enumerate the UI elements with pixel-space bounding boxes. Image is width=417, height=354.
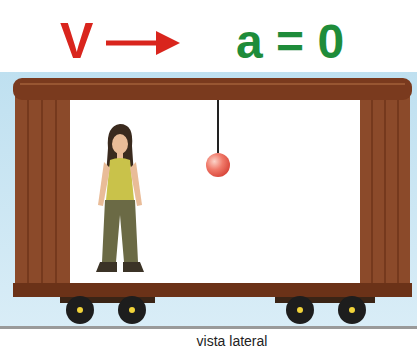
acceleration-label: a = 0 <box>236 18 344 66</box>
wheels <box>66 296 366 324</box>
woman-figure <box>96 124 144 272</box>
wagon <box>13 78 412 303</box>
velocity-symbol: V <box>60 16 93 66</box>
velocity-arrow <box>106 31 180 55</box>
ground-line <box>0 326 417 329</box>
pendulum <box>206 100 230 177</box>
background-band <box>0 72 417 328</box>
view-caption: vista lateral <box>197 334 268 348</box>
